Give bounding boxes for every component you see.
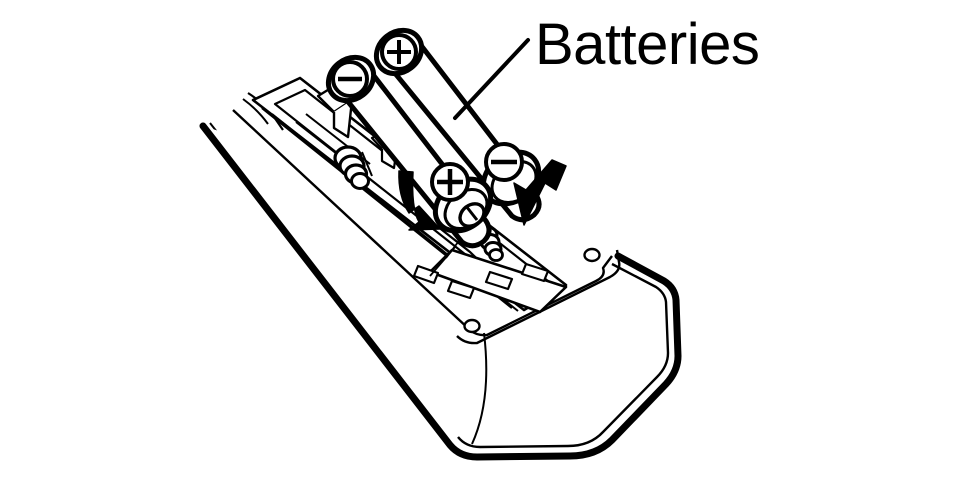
callout-leader-line <box>453 38 530 120</box>
battery-left-nub-side <box>464 205 479 221</box>
tray-notch-1 <box>446 279 476 300</box>
divider-rib-upper-stem <box>332 99 354 139</box>
spring-coil-4 <box>350 172 370 190</box>
battery-left-minus-terminal <box>331 60 369 98</box>
tray-notch-2 <box>484 270 514 291</box>
battery-right-minus-terminal <box>484 142 524 182</box>
spring-r-coil-4 <box>488 248 504 262</box>
battery-left-plus-terminal <box>430 162 470 202</box>
spring-contact-tab-left <box>361 151 373 177</box>
battery-right-plus-terminal <box>380 33 418 71</box>
spring-contact-left <box>333 145 373 190</box>
remote-top-shoulder-inner <box>242 98 269 125</box>
insert-arrow-left <box>398 170 441 231</box>
battery-left <box>325 54 494 249</box>
remote-outer-silhouette <box>199 122 682 461</box>
batteries-callout: Batteries <box>453 12 760 120</box>
remote-body-crease <box>471 332 488 445</box>
screw-hole-bottom <box>463 318 481 334</box>
tray-notch-4 <box>412 264 440 285</box>
remote-deck-edge-band <box>456 249 621 345</box>
tray-notch-3 <box>520 262 550 283</box>
insert-arrow-right <box>513 159 567 226</box>
remote-inner-silhouette <box>457 262 670 449</box>
callout-label-batteries: Batteries <box>535 12 759 77</box>
screw-hole-right <box>583 247 601 263</box>
